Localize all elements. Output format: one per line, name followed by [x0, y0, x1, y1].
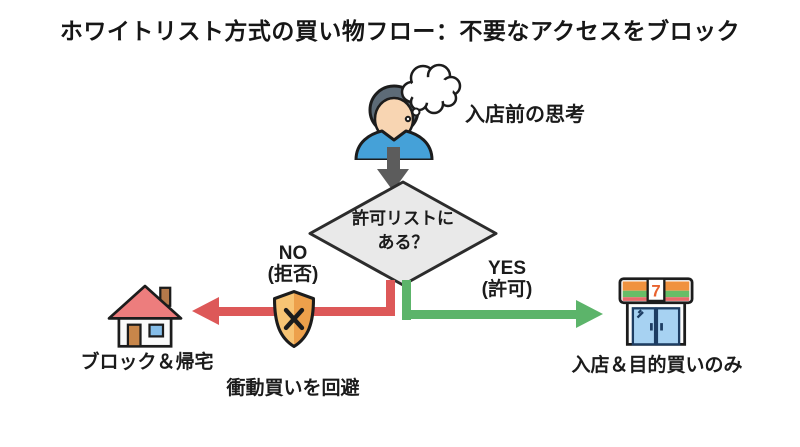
yes-sublabel: (許可) — [481, 279, 533, 300]
store-caption: 入店＆目的買いのみ — [571, 355, 743, 376]
no-arrow-vertical — [386, 280, 395, 316]
down-arrow-icon — [387, 147, 400, 171]
shield-block-icon — [272, 289, 316, 349]
no-sublabel: (拒否) — [267, 264, 319, 285]
no-branch-label: NO (拒否) — [268, 243, 319, 285]
store-icon: 7 — [618, 277, 694, 346]
decision-line1: 許可リストに — [352, 209, 454, 228]
house-caption: ブロック＆帰宅 — [80, 352, 214, 373]
yes-arrow-vertical — [402, 280, 411, 320]
yes-arrowhead-icon — [576, 300, 603, 328]
yes-branch-label: YES (許可) — [482, 258, 533, 300]
store-sign-7: 7 — [651, 281, 660, 300]
note-caption: 衝動買いを回避 — [226, 378, 360, 399]
yes-arrow-line — [402, 310, 577, 319]
page-title: ホワイトリスト方式の買い物フロー：不要なアクセスをブロック — [59, 18, 741, 44]
no-label: NO — [278, 243, 308, 264]
no-arrowhead-icon — [192, 297, 219, 325]
house-icon — [107, 284, 183, 348]
thought-bubble-icon — [400, 63, 462, 123]
yes-label: YES — [487, 258, 527, 279]
thought-label: 入店前の思考 — [465, 104, 585, 126]
decision-question: 許可リストに ある？ — [308, 207, 498, 255]
decision-line2: ある？ — [377, 233, 429, 252]
